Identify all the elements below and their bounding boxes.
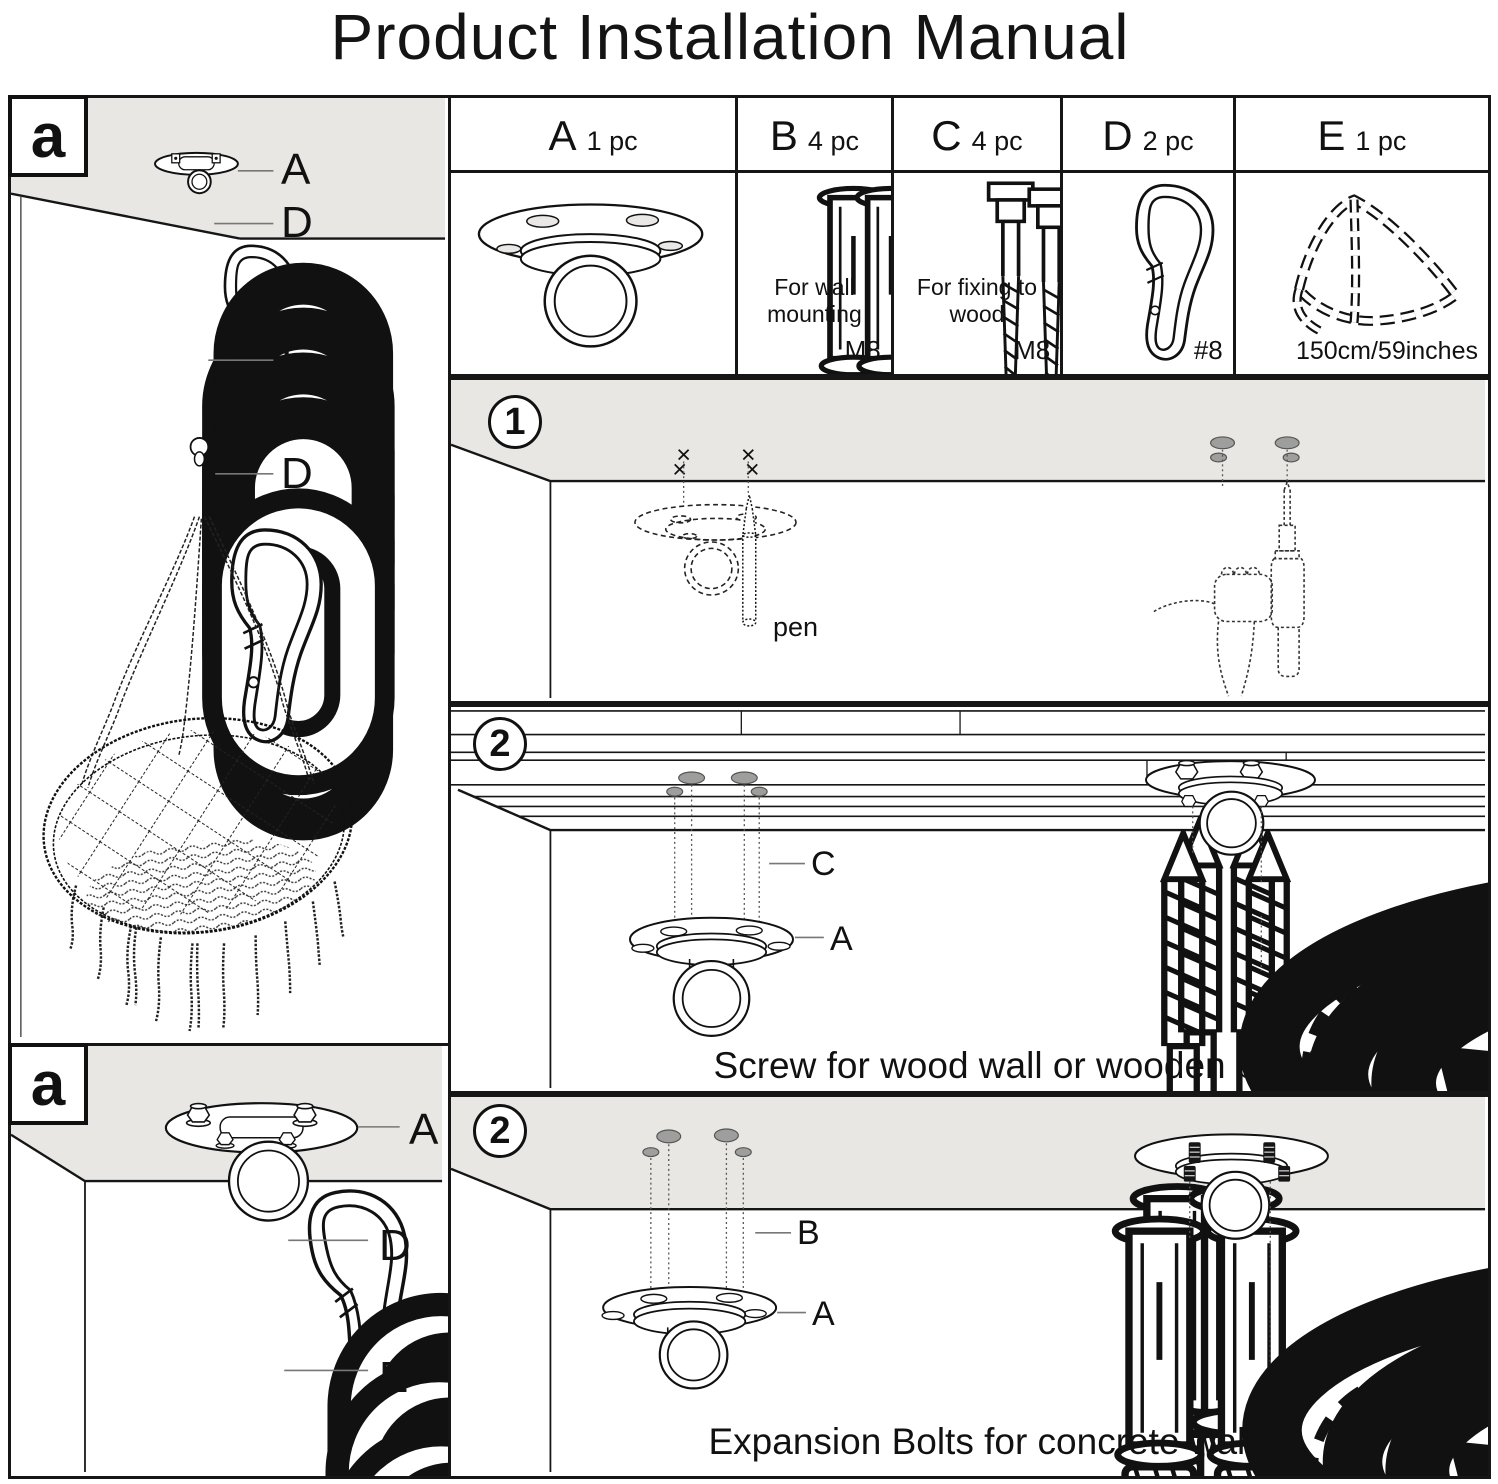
part-c-note: For fixing to wood	[916, 274, 1038, 327]
part-d-header: D 2 pc	[1063, 98, 1233, 173]
step-2-wood-panel: 2 C A Screw for wood wall or wooden porc…	[448, 704, 1491, 1094]
chain-icon: 150cm/59inches	[1236, 173, 1488, 374]
callout-chain-e: E	[379, 1353, 409, 1402]
step-number-badge: 2	[473, 717, 527, 771]
part-d-spec: #8	[1193, 335, 1223, 365]
panel-tag-letter: a	[30, 101, 66, 171]
part-a-qty: 1 pc	[586, 126, 638, 156]
ceiling-plate-icon	[451, 173, 735, 374]
pen-label: pen	[773, 612, 819, 642]
part-column-b: B 4 pc For wall mounting M8	[738, 98, 894, 374]
part-column-d: D 2 pc #8	[1063, 98, 1236, 374]
callout-plate-a: A	[281, 145, 311, 194]
part-c-qty: 4 pc	[971, 126, 1023, 156]
wood-mounting-illustration	[451, 710, 1488, 1091]
part-a-letter: A	[548, 112, 577, 159]
step-2-concrete-panel: 2 B A Expansion Bolts for concrete wall	[448, 1094, 1491, 1479]
mount-closeup-illustration	[11, 1046, 448, 1476]
overview-panel: a A D E D	[8, 95, 451, 1043]
part-b-note: For wall mounting	[767, 274, 862, 327]
callout-carabiner-d: D	[379, 1221, 411, 1270]
step-number: 2	[489, 1109, 511, 1152]
part-e-letter: E	[1317, 112, 1346, 159]
part-b-spec: M8	[844, 335, 881, 365]
page-title: Product Installation Manual	[330, 1, 1130, 73]
panel-tag: a	[8, 1043, 88, 1125]
panel-tag: a	[8, 95, 88, 177]
step-1-panel: 1 pen	[448, 377, 1491, 704]
carabiner-icon: #8	[1063, 173, 1233, 374]
callout-screws-c: C	[811, 845, 836, 883]
step-number: 1	[504, 400, 526, 443]
wood-screws-icon: For fixing to wood M8	[894, 173, 1061, 374]
part-e-header: E 1 pc	[1235, 98, 1488, 173]
part-d-letter: D	[1102, 112, 1133, 159]
part-c-spec: M8	[1014, 335, 1051, 365]
part-b-header: B 4 pc	[738, 98, 891, 173]
part-b-letter: B	[769, 112, 798, 159]
callout-plate-a: A	[812, 1295, 835, 1333]
callout-plate-a: A	[830, 920, 853, 958]
part-column-c: C 4 pc For fixing to wood M8	[893, 98, 1064, 374]
panel-tag-letter: a	[30, 1049, 66, 1119]
callout-chain-e: E	[281, 335, 311, 384]
part-e-qty: 1 pc	[1355, 126, 1407, 156]
step-number-badge: 2	[473, 1104, 527, 1158]
part-column-a: A 1 pc	[451, 98, 739, 374]
parts-table: A 1 pc	[448, 95, 1491, 377]
mark-holes-illustration	[451, 380, 1486, 699]
step-number-badge: 1	[488, 395, 542, 449]
part-e-spec: 150cm/59inches	[1295, 337, 1478, 365]
closeup-panel: a A D E	[8, 1043, 451, 1479]
wood-caption: Screw for wood wall or wooden porch	[713, 1045, 1329, 1086]
callout-anchors-b: B	[797, 1214, 820, 1252]
part-b-qty: 4 pc	[807, 126, 859, 156]
part-a-header: A 1 pc	[451, 98, 736, 173]
part-d-qty: 2 pc	[1142, 126, 1194, 156]
concrete-caption: Expansion Bolts for concrete wall	[708, 1421, 1254, 1462]
step-number: 2	[489, 722, 511, 765]
part-c-header: C 4 pc	[893, 98, 1061, 173]
callout-carabiner-d: D	[281, 198, 313, 247]
callout-plate-a: A	[409, 1105, 439, 1154]
callout-carabiner2-d: D	[281, 449, 313, 498]
part-c-letter: C	[931, 112, 962, 159]
expansion-bolts-icon: For wall mounting M8	[738, 173, 891, 374]
hanging-chair-illustration	[11, 98, 446, 1038]
concrete-mounting-illustration	[451, 1097, 1488, 1476]
part-column-e: E 1 pc 150cm/59inches	[1235, 98, 1488, 374]
